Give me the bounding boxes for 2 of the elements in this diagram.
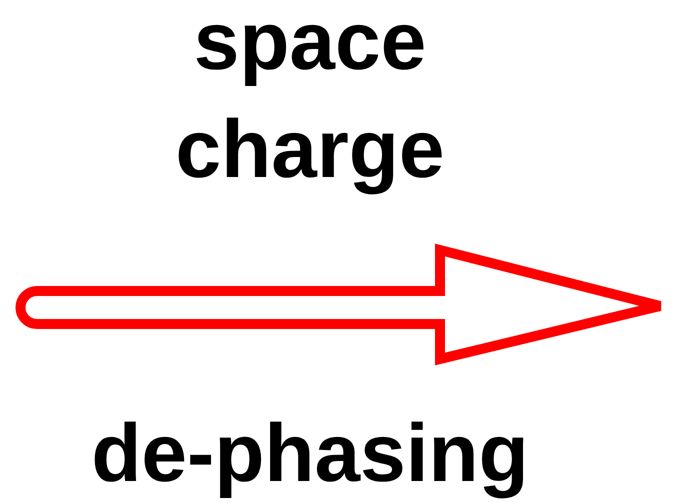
label-text: de-phasing xyxy=(90,407,530,501)
label-text: space charge xyxy=(174,0,446,197)
